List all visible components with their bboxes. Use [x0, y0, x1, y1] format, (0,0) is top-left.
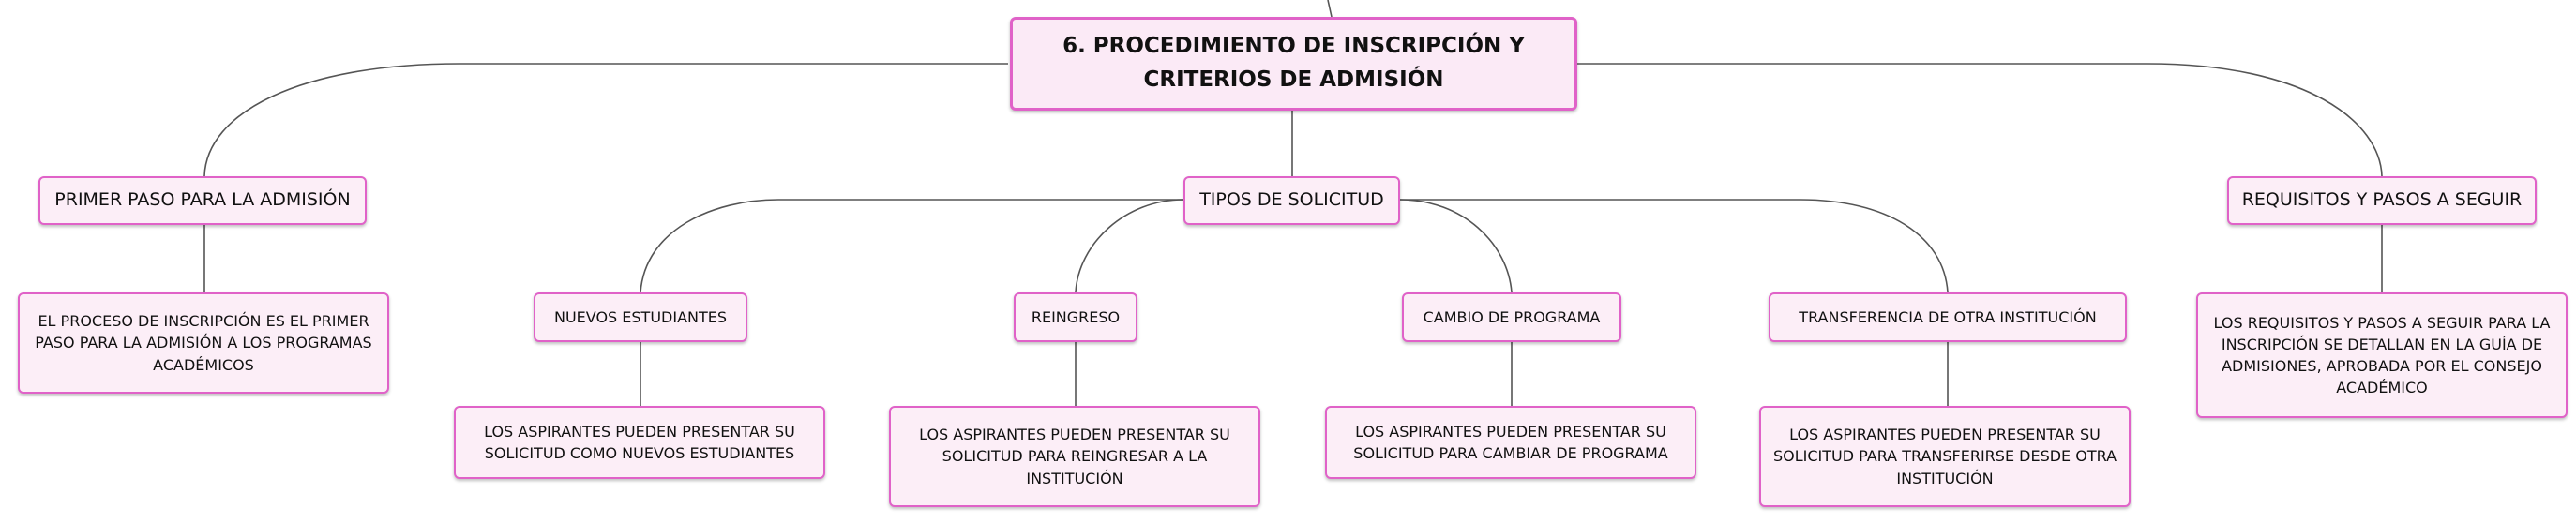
detail-transferencia[interactable]: LOS ASPIRANTES PUEDEN PRESENTAR SU SOLIC…: [1759, 406, 2131, 507]
detail-reingreso-text: LOS ASPIRANTES PUEDEN PRESENTAR SU SOLIC…: [919, 426, 1230, 487]
connector-top-stub: [1327, 0, 1333, 18]
connector-root-primer-paso: [203, 63, 1008, 177]
root-topic[interactable]: 6. PROCEDIMIENTO DE INSCRIPCIÓN Y CRITER…: [1010, 17, 1577, 111]
connector-tipos-cambio: [1399, 199, 1513, 293]
subtopic-cambio-programa[interactable]: CAMBIO DE PROGRAMA: [1402, 292, 1621, 342]
subtopic-cambio-programa-label: CAMBIO DE PROGRAMA: [1423, 307, 1601, 326]
subtopic-reingreso-label: REINGRESO: [1031, 307, 1121, 326]
topic-requisitos-label: REQUISITOS Y PASOS A SEGUIR: [2241, 189, 2523, 211]
topic-tipos-solicitud[interactable]: TIPOS DE SOLICITUD: [1183, 176, 1400, 225]
connector-tipos-nuevos: [640, 199, 1183, 293]
detail-requisitos[interactable]: LOS REQUISITOS Y PASOS A SEGUIR PARA LA …: [2196, 292, 2568, 418]
detail-primer-paso[interactable]: EL PROCESO DE INSCRIPCIÓN ES EL PRIMER P…: [18, 292, 389, 394]
subtopic-nuevos-estudiantes[interactable]: NUEVOS ESTUDIANTES: [534, 292, 747, 342]
connector-root-requisitos: [1571, 63, 2383, 177]
detail-transferencia-text: LOS ASPIRANTES PUEDEN PRESENTAR SU SOLIC…: [1772, 426, 2117, 487]
detail-reingreso[interactable]: LOS ASPIRANTES PUEDEN PRESENTAR SU SOLIC…: [889, 406, 1260, 507]
topic-primer-paso[interactable]: PRIMER PASO PARA LA ADMISIÓN: [38, 176, 367, 225]
topic-tipos-solicitud-label: TIPOS DE SOLICITUD: [1199, 189, 1384, 211]
root-title: 6. PROCEDIMIENTO DE INSCRIPCIÓN Y CRITER…: [1062, 34, 1525, 92]
topic-primer-paso-label: PRIMER PASO PARA LA ADMISIÓN: [54, 189, 351, 211]
detail-cambio-programa-text: LOS ASPIRANTES PUEDEN PRESENTAR SU SOLIC…: [1353, 422, 1668, 462]
topic-requisitos[interactable]: REQUISITOS Y PASOS A SEGUIR: [2227, 176, 2537, 225]
detail-nuevos-estudiantes-text: LOS ASPIRANTES PUEDEN PRESENTAR SU SOLIC…: [484, 422, 795, 462]
subtopic-transferencia-label: TRANSFERENCIA DE OTRA INSTITUCIÓN: [1799, 307, 2097, 326]
connector-tipos-reingreso: [1075, 199, 1184, 293]
subtopic-nuevos-estudiantes-label: NUEVOS ESTUDIANTES: [553, 307, 728, 326]
detail-primer-paso-text: EL PROCESO DE INSCRIPCIÓN ES EL PRIMER P…: [35, 312, 372, 374]
detail-cambio-programa[interactable]: LOS ASPIRANTES PUEDEN PRESENTAR SU SOLIC…: [1325, 406, 1696, 479]
subtopic-reingreso[interactable]: REINGRESO: [1014, 292, 1137, 342]
connector-tipos-transferencia: [1400, 199, 1949, 293]
subtopic-transferencia[interactable]: TRANSFERENCIA DE OTRA INSTITUCIÓN: [1769, 292, 2127, 342]
detail-requisitos-text: LOS REQUISITOS Y PASOS A SEGUIR PARA LA …: [2213, 313, 2551, 397]
detail-nuevos-estudiantes[interactable]: LOS ASPIRANTES PUEDEN PRESENTAR SU SOLIC…: [454, 406, 825, 479]
